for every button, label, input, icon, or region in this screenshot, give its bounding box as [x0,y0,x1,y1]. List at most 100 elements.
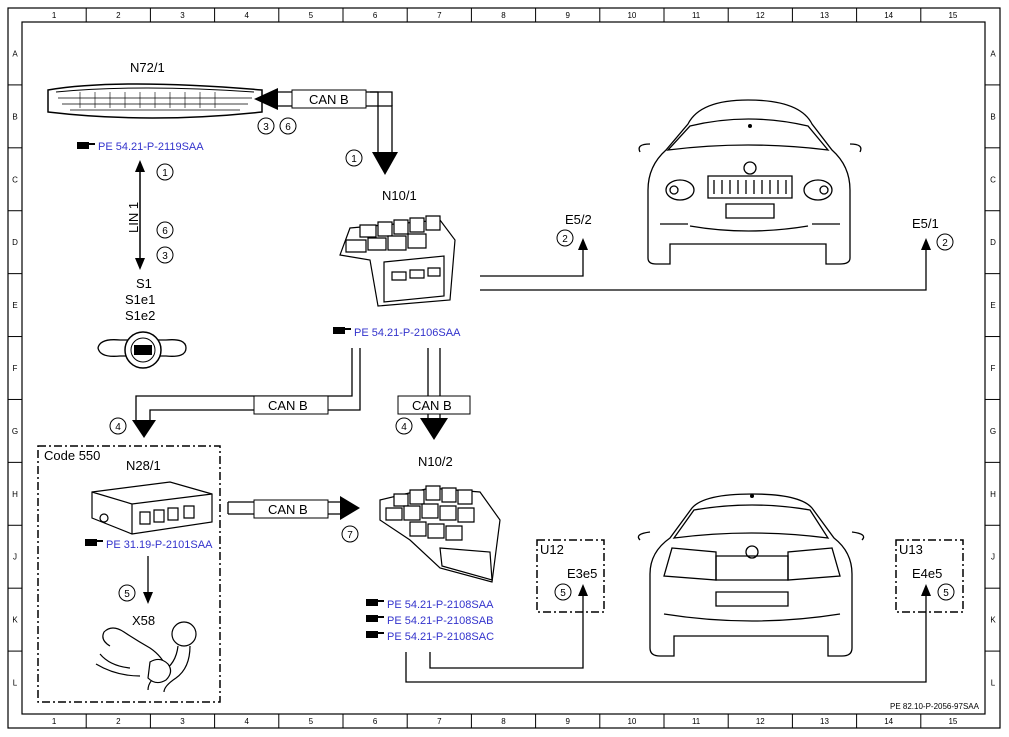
grid-row-label: B [12,112,17,121]
grid-column-label: 8 [501,11,506,20]
arrow-head-u13 [921,584,931,596]
arrow-head-bottom [340,496,360,520]
grid-column-label: 9 [565,717,570,726]
car-rear-antenna [750,494,754,498]
grid-column-label: 10 [627,11,636,20]
n10-1-reference: PE 54.21-P-2106SAA [354,327,461,339]
signal-3-text-lin: 3 [162,251,168,262]
arrow-head-to-n28 [132,420,156,438]
n10-2-reference-c: PE 54.21-P-2108SAC [387,631,494,643]
grid-row-label: C [990,175,996,184]
grid-column-label: 13 [820,11,829,20]
u13-label: U13 [899,542,923,557]
arrow-head-to-n72 [254,88,278,110]
grid-row-label: F [991,364,996,373]
grid-row-label: A [12,49,18,58]
car-front-view [638,99,862,265]
grid-row-label: H [12,490,18,499]
signal-5-marker-x58 [118,584,136,602]
code-550-label: Code 550 [44,448,100,463]
signal-1-marker-lin [156,163,174,181]
code-550-box [37,445,221,703]
n72-1-label: N72/1 [130,60,165,75]
grid-column-label: 8 [501,717,506,726]
car-rear-view [637,493,865,657]
signal-5-marker-u13 [937,583,955,601]
grid-column-label: 13 [820,717,829,726]
pointer-hand-icon [85,539,103,546]
can-b-label-top: CAN B [309,92,349,107]
n72-1-reference: PE 54.21-P-2119SAA [98,141,204,153]
grid-row-label: G [12,427,18,436]
signal-5-text-x58: 5 [124,589,130,600]
wire-to-e5-2 [480,248,584,277]
signal-2-text-e5-1: 2 [942,238,948,249]
pointer-hand-icon [77,142,95,149]
grid-row-label: B [990,112,995,121]
grid-row-label: K [12,616,18,625]
signal-4-marker-middle [395,417,413,435]
grid-column-label: 14 [884,11,893,20]
grid-row-label: D [12,238,18,247]
signal-2-marker-e5-1 [936,233,954,251]
grid-row-label: F [13,364,18,373]
signal-1-text-lin: 1 [162,168,168,179]
grid-column-label: 9 [565,11,570,20]
pointer-hand-icon [366,599,384,606]
grid-column-label: 11 [692,717,701,726]
pointer-hand-icon [366,615,384,622]
signal-5-marker-u12 [554,583,572,601]
e5-1-label: E5/1 [912,216,939,231]
signal-4-text-middle: 4 [401,422,407,433]
footer-document-code: PE 82.10-P-2056-97SAA [890,702,980,711]
can-b-box-top [291,89,367,109]
signal-3-text-top: 3 [263,122,269,133]
lin-1-link [135,160,145,270]
u12-lamp-label: E3e5 [567,566,597,581]
grid-row-label: H [990,490,996,499]
arrow-head-e5-1 [921,238,931,250]
can-b-label-middle: CAN B [412,398,452,413]
grid-row-label: D [990,238,996,247]
outer-frame [7,7,1001,729]
pointer-hand-icon [333,327,351,334]
pointer-hand-icon [366,631,384,638]
grid-column-label: 2 [116,11,121,20]
grid-column-label: 2 [116,717,121,726]
signal-4-marker-left [109,417,127,435]
car-roof-antenna [748,124,752,128]
can-b-label-left: CAN B [268,398,308,413]
wire-to-u12 [429,594,584,669]
signal-1-text-top: 1 [351,154,357,165]
grid-row-label: E [12,301,17,310]
arrow-head-x58 [143,592,153,604]
u13-box [895,539,964,613]
grid-column-label: 14 [884,717,893,726]
grid-column-label: 12 [756,11,765,20]
grid-row-label: E [990,301,995,310]
grid-row-label: A [990,49,996,58]
n10-2-reference-b: PE 54.21-P-2108SAB [387,615,493,627]
wire-to-u13 [405,594,927,683]
grid-column-label: 6 [373,11,378,20]
grid-column-label: 1 [52,11,57,20]
grid-column-label: 4 [244,11,249,20]
arrow-head-u12 [578,584,588,596]
x58-label: X58 [132,613,155,628]
grid-column-label: 4 [244,717,249,726]
signal-7-text: 7 [347,530,353,541]
can-b-box-bottom [253,499,329,519]
grid-column-label: 7 [437,11,442,20]
lin-1-label: LIN 1 [126,202,141,233]
s1e2-label: S1e2 [125,308,155,323]
arrow-head-to-n10-1 [372,152,398,175]
grid-column-label: 10 [627,717,636,726]
grid-row-label: G [990,427,996,436]
signal-3-marker-top [257,117,275,135]
wire-to-e5-1 [480,248,927,291]
s1-light-switch [97,331,187,369]
grid-column-label: 5 [309,717,314,726]
signal-2-marker-e5-2 [556,229,574,247]
can-b-label-bottom: CAN B [268,502,308,517]
